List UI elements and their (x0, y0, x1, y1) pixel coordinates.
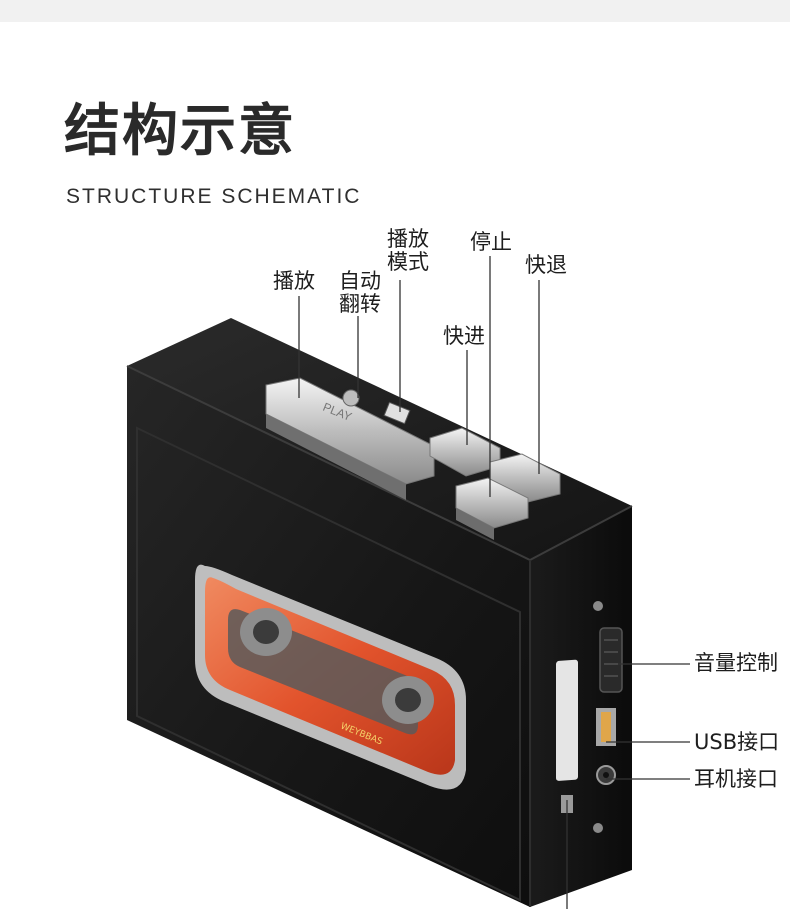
eject-slider (556, 659, 578, 781)
label-rewind: 快退 (525, 253, 567, 277)
label-play: 播放 (273, 269, 315, 293)
leader-lines (298, 256, 690, 909)
device-side-face (530, 506, 632, 907)
label-auto-reverse-1: 自动 (339, 269, 381, 293)
play-key: PLAY (265, 377, 435, 500)
label-usb: USB接口 (694, 730, 780, 754)
auto-reverse-knob (342, 389, 360, 407)
cassette-window: WEYBBAS (195, 564, 466, 790)
label-stop: 停止 (470, 230, 512, 254)
label-play-mode-2: 模式 (387, 250, 429, 274)
label-auto-reverse-2: 翻转 (339, 292, 381, 316)
volume-wheel (599, 627, 623, 693)
side-screw-top (593, 601, 603, 611)
page-title: 结构示意 (64, 99, 296, 164)
label-headphone: 耳机接口 (694, 767, 778, 791)
label-fast-forward: 快进 (443, 324, 485, 348)
page-subtitle: STRUCTURE SCHEMATIC (66, 185, 362, 208)
side-screw-bottom (593, 823, 603, 833)
top-bar (0, 0, 790, 22)
label-play-mode-1: 播放 (387, 227, 429, 251)
label-volume: 音量控制 (694, 651, 778, 675)
